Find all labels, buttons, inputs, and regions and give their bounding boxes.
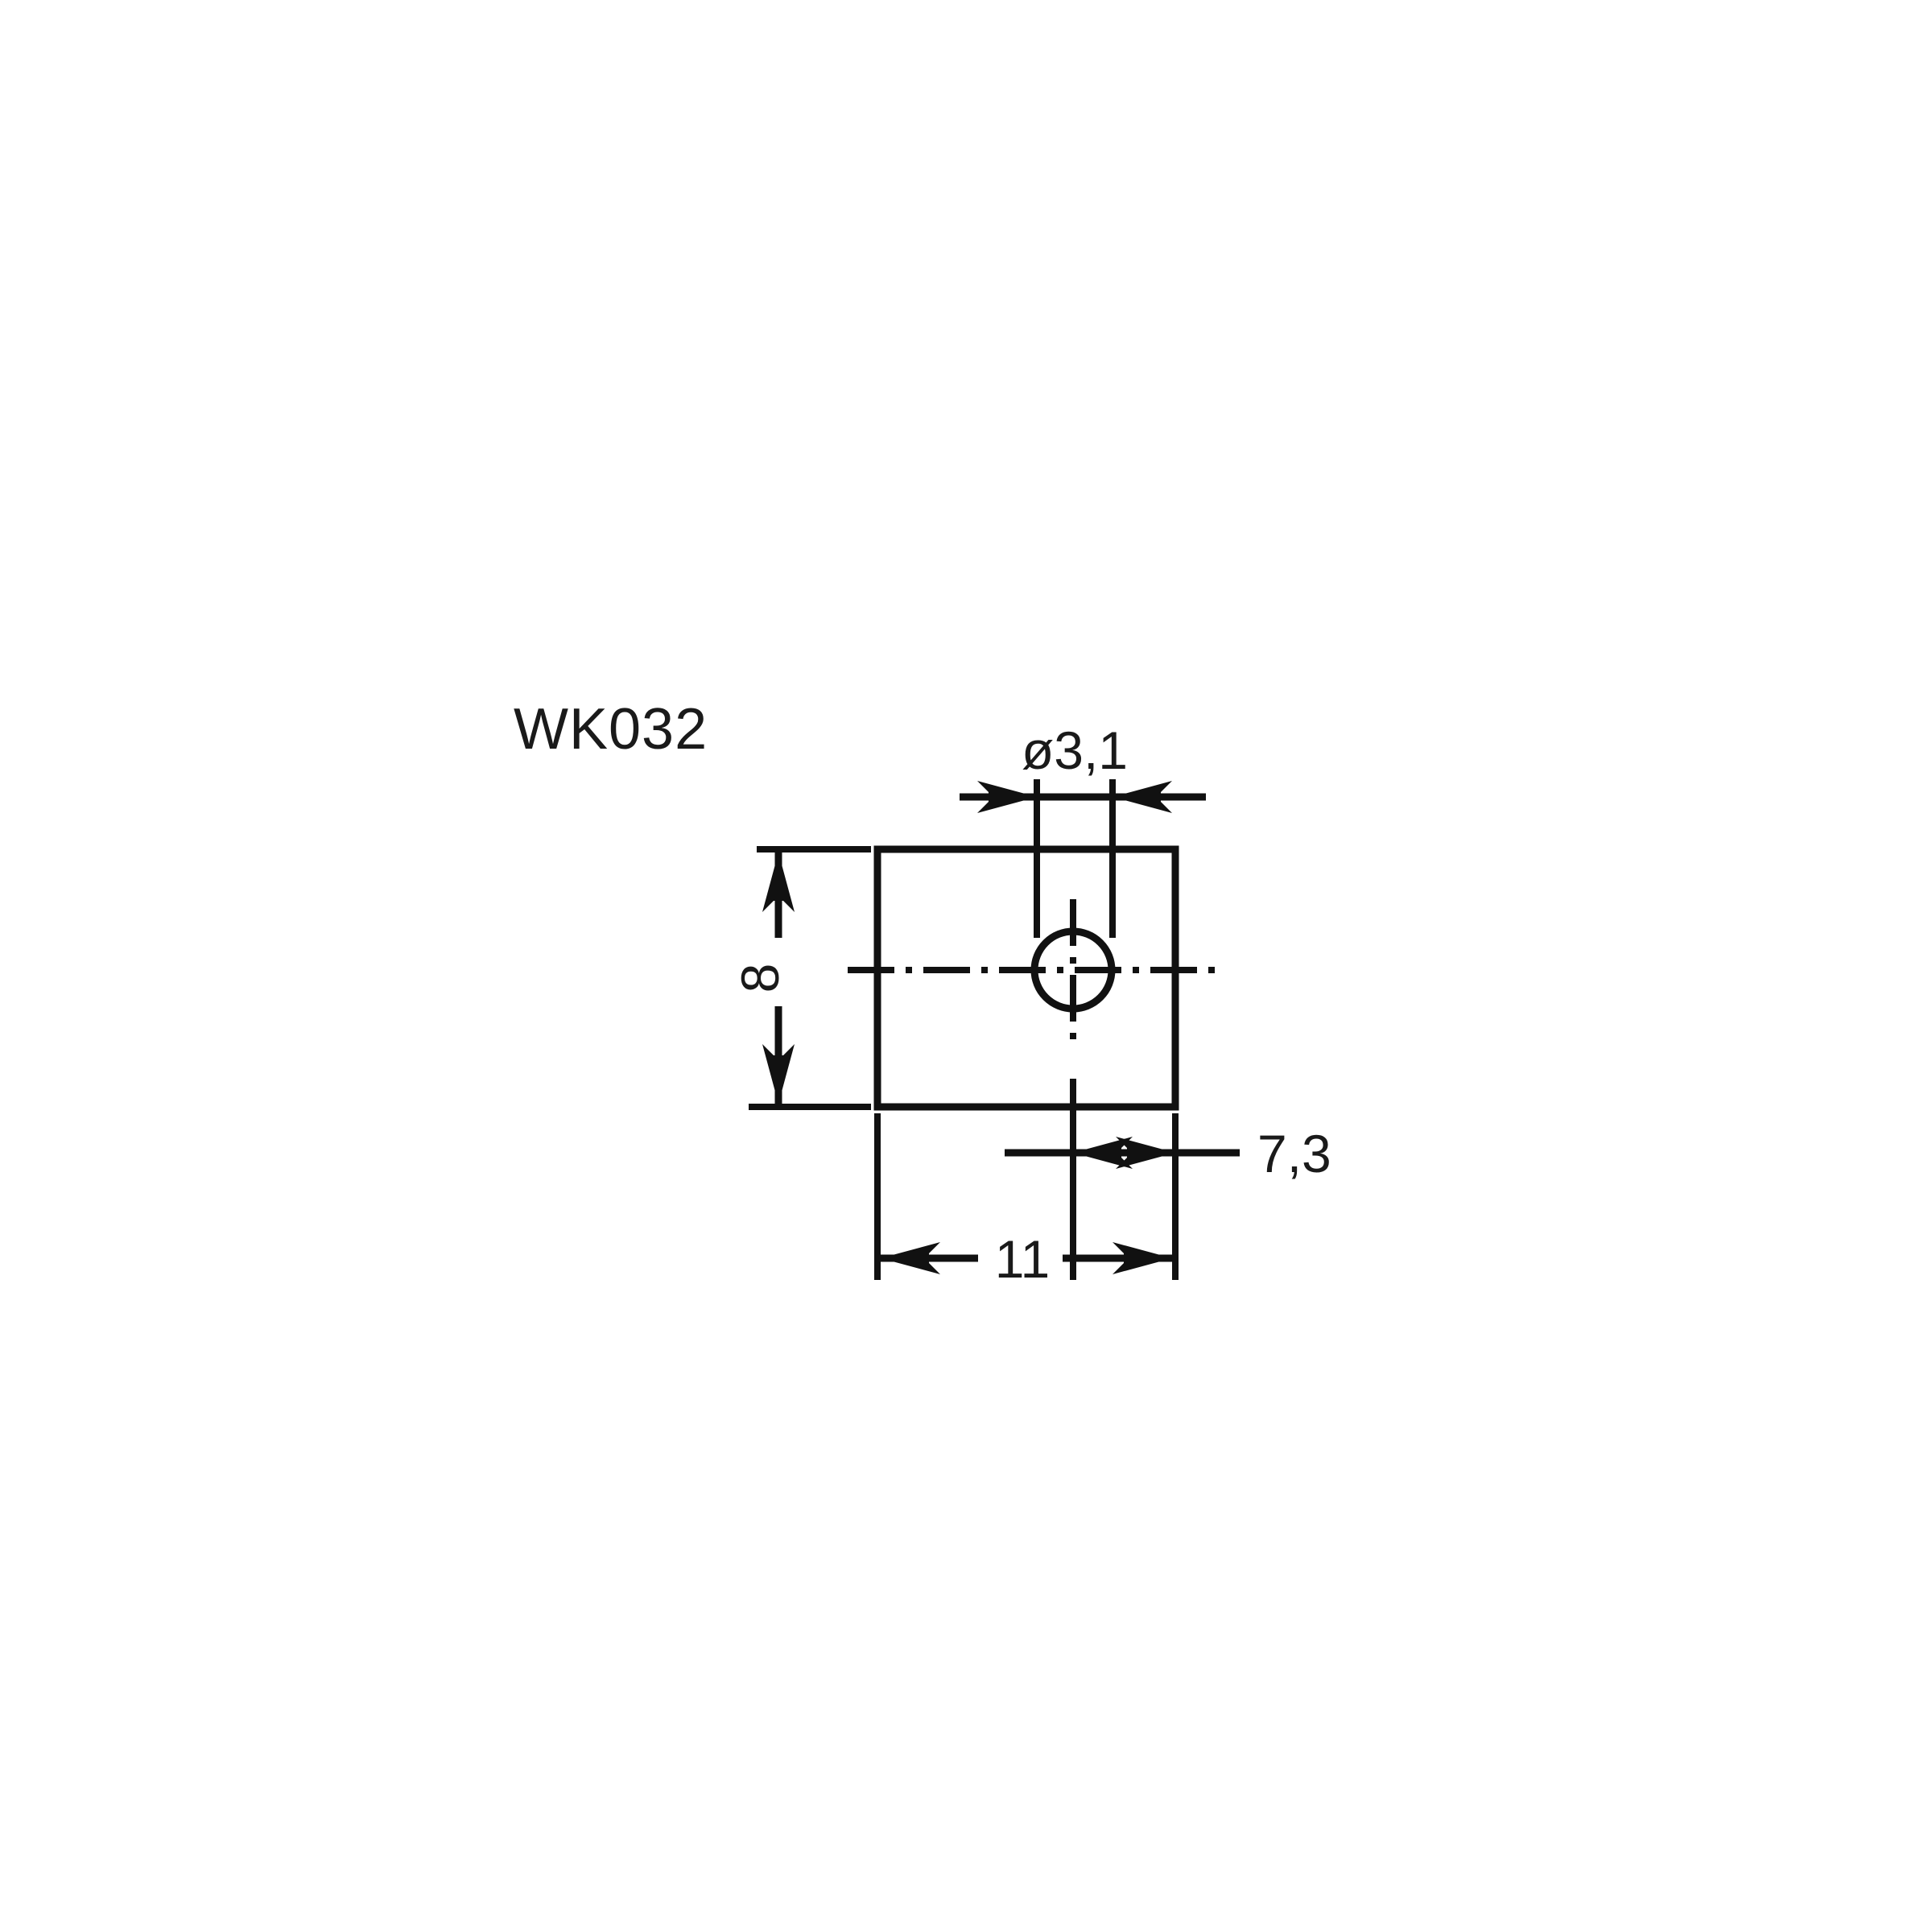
part-label: WK032 [514,697,708,762]
dim-text-hole-diameter: ø3,1 [1022,720,1128,780]
dim-text-hole-offset: 7,3 [1257,1124,1331,1183]
plate-outline [873,845,1179,1111]
dim-text-height: 8 [730,964,790,993]
dim-text-width: 11 [995,1229,1051,1289]
